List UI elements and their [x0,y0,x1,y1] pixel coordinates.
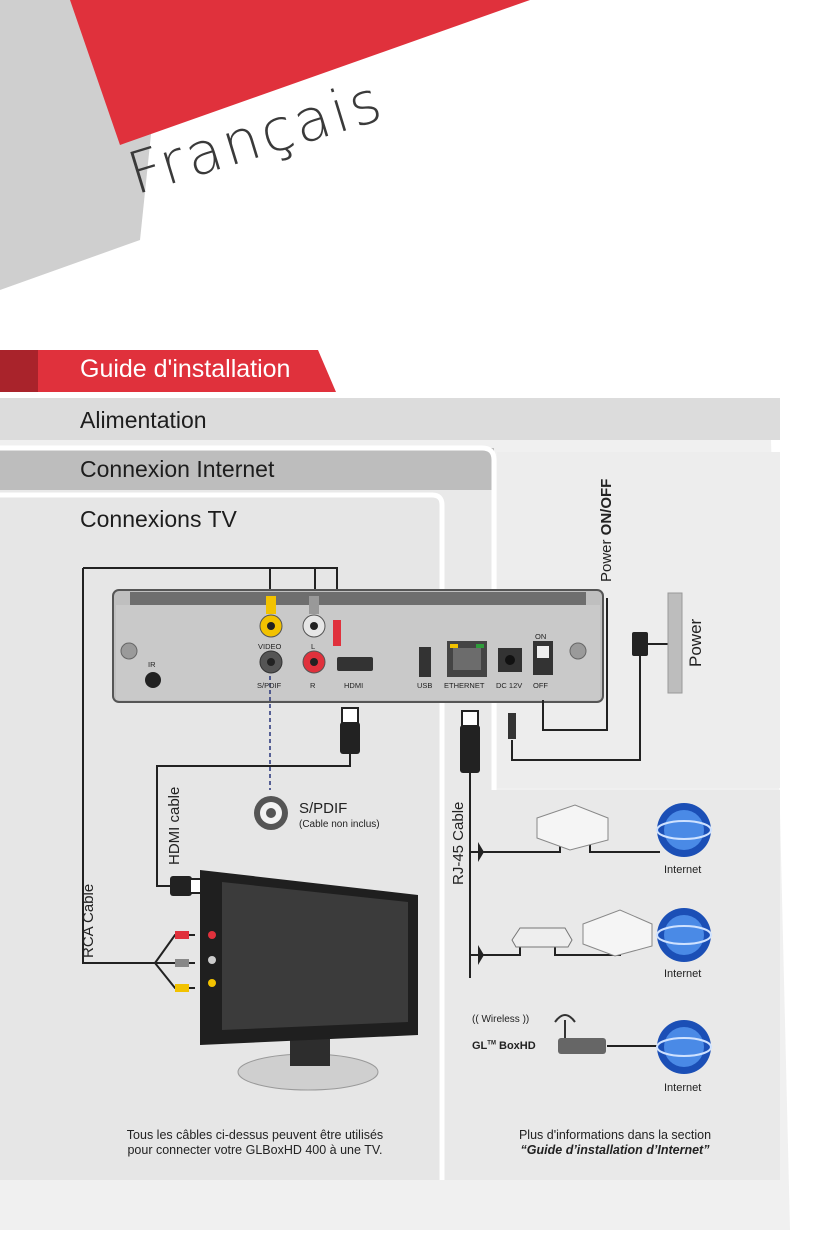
tv-caption-line2: pour connecter votre GLBoxHD 400 à une T… [127,1143,383,1157]
rca-cable-label: RCA Cable [80,883,97,958]
power-onoff-prefix: Power [598,535,615,582]
power-label: Power [686,618,705,667]
glbox-logo: GLTM BoxHD [472,1040,536,1052]
port-hdmi-label: HDMI [344,681,364,690]
port-usb-label: USB [417,681,433,690]
switch-off-label: OFF [533,681,548,690]
globe-icon [656,1020,712,1074]
power-onoff-label: Power ON/OFF [598,479,615,582]
glbox-brand: GL [472,1040,488,1052]
port-ethernet-label: ETHERNET [444,681,485,690]
port-right-label: R [310,681,316,690]
tv-caption: Tous les câbles ci-dessus peuvent être u… [100,1128,410,1158]
internet-caption: Plus d'informations dans la section “Gui… [470,1128,760,1158]
port-video-label: VIDEO [258,642,282,651]
port-left-label: L [311,642,316,651]
spdif-note: (Cable non inclus) [299,819,380,830]
tv-illustration [200,870,418,1091]
port-dc-label: DC 12V [496,681,523,690]
wireless-text: Wireless [481,1014,520,1025]
switch-on-label: ON [535,632,547,641]
power-onoff-bold: ON/OFF [598,478,615,536]
internet-caption-line1: Plus d'informations dans la section [518,1128,712,1142]
hdmi-cable-label: HDMI cable [166,786,183,865]
wireless-label: (( Wireless )) [472,1014,530,1025]
spdif-title: S/PDIF [299,800,348,817]
glbox-tm: TM [487,1040,496,1047]
internet-section-title: Connexion Internet [80,456,275,482]
tv-section-title: Connexions TV [80,506,237,532]
internet-caption-line2: “Guide d’installation d’Internet” [520,1143,710,1157]
rj45-cable-label: RJ-45 Cable [450,801,467,885]
guide-title: Guide d'installation [80,355,291,383]
internet-label-2: Internet [664,968,702,980]
tv-caption-line1: Tous les câbles ci-dessus peuvent être u… [126,1128,384,1142]
header-graphic [0,0,530,290]
port-ir-label: IR [148,660,156,669]
globe-icon [656,908,712,962]
globe-icon [656,803,712,857]
glbox-model: BoxHD [495,1040,536,1052]
power-section-title: Alimentation [80,407,207,433]
internet-label-1: Internet [664,864,702,876]
internet-label-3: Internet [664,1082,702,1094]
port-spdif-label: S/PDIF [257,681,282,690]
